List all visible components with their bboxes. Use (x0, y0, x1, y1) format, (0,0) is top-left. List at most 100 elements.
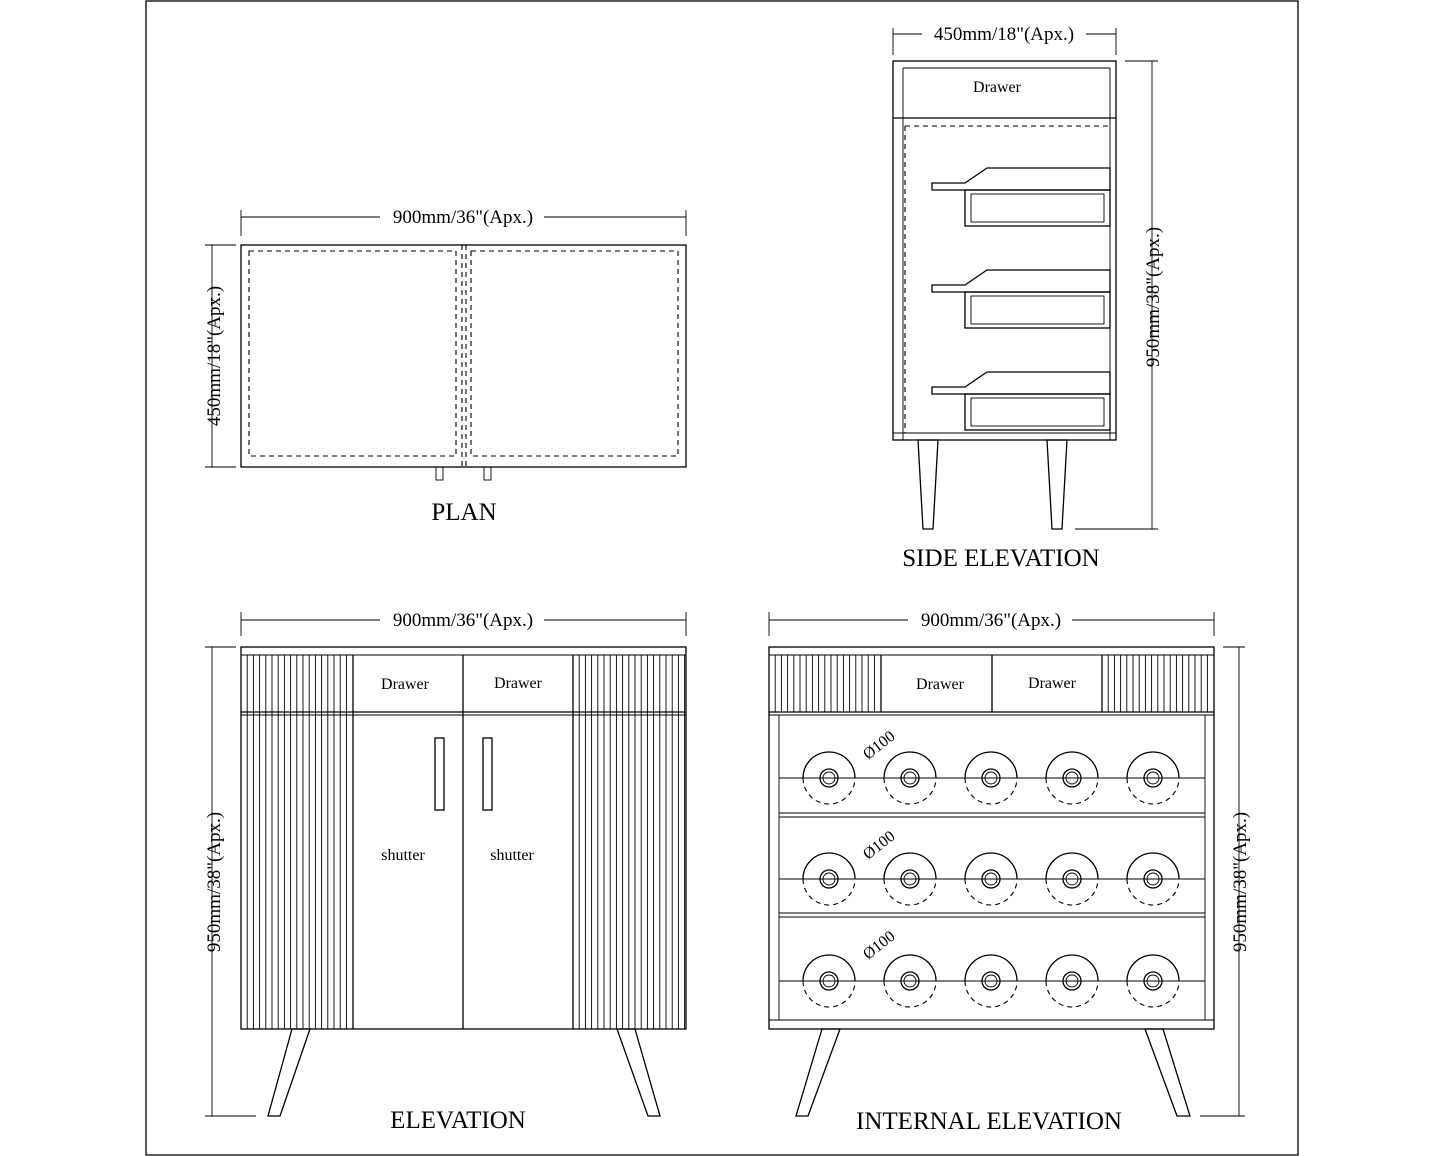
hole-arc-hidden (1126, 980, 1180, 1008)
elevation-shutter-right-label: shutter (490, 847, 534, 864)
bottle-neck (981, 869, 1001, 889)
bottle-neck-inner (984, 974, 998, 988)
hole-arc-hidden (1045, 777, 1099, 805)
hole-arc (1045, 954, 1099, 982)
plan-outline (240, 244, 687, 468)
bottle-hole (1045, 954, 1099, 1008)
sheet-border (145, 0, 1299, 1156)
internal-outline (768, 646, 1215, 1030)
elevation-height-dimension: 950mm/38"(Apx.) (204, 812, 225, 952)
hole-arc (1126, 954, 1180, 982)
bottle-neck-inner (822, 872, 836, 886)
tray-top (931, 269, 1111, 293)
internal-fluted-panel-left (774, 655, 875, 712)
bottle-neck (900, 768, 920, 788)
bottle-hole (883, 954, 937, 1008)
hole-arc (964, 954, 1018, 982)
hole-arc (1126, 751, 1180, 779)
tray-top (931, 371, 1111, 395)
shelf-2-diameter-label: Ø100 (860, 828, 898, 863)
hole-arc (883, 852, 937, 880)
hole-arc-hidden (883, 777, 937, 805)
hole-arc-hidden (1126, 777, 1180, 805)
hole-arc-hidden (802, 980, 856, 1008)
bottle-hole (964, 954, 1018, 1008)
internal-leg-right (1144, 1028, 1191, 1117)
side-leg (917, 439, 939, 530)
hole-arc-hidden (802, 878, 856, 906)
bottle-neck (900, 971, 920, 991)
plan-view: 900mm/36"(Apx.) 450mm/18"(Apx.) PLAN (204, 207, 687, 526)
side-bottle-trays (931, 167, 1111, 431)
bottle-hole (883, 751, 937, 805)
internal-leg-left (795, 1028, 841, 1117)
hole-arc-hidden (802, 777, 856, 805)
bottle-neck (1062, 768, 1082, 788)
bottle-shelf (779, 954, 1205, 1008)
side-leg (1046, 439, 1068, 530)
bottle-hole (1126, 954, 1180, 1008)
bottle-hole (802, 852, 856, 906)
bottle-neck (819, 869, 839, 889)
elevation-width-dimension: 900mm/36"(Apx.) (393, 610, 533, 631)
plan-handle (435, 466, 444, 481)
hole-arc-hidden (1045, 878, 1099, 906)
bottle-hole (964, 852, 1018, 906)
internal-height-dimension: 950mm/38"(Apx.) (1230, 812, 1251, 952)
bottle-neck-inner (1065, 974, 1079, 988)
bottle-shelf (779, 852, 1205, 906)
bottle-neck (1062, 869, 1082, 889)
internal-drawer-left-label: Drawer (916, 676, 965, 693)
bottle-hole (1045, 751, 1099, 805)
hole-arc-hidden (883, 878, 937, 906)
plan-width-dimension: 900mm/36"(Apx.) (393, 207, 533, 228)
hole-arc (1045, 751, 1099, 779)
bottle-neck (1062, 971, 1082, 991)
hole-arc (802, 751, 856, 779)
bottle-hole (1126, 852, 1180, 906)
tray-body (964, 393, 1111, 431)
tray-inner (970, 295, 1105, 325)
hole-arc-hidden (964, 777, 1018, 805)
bottle-neck (819, 768, 839, 788)
bottle-hole (1126, 751, 1180, 805)
bottle-neck-inner (903, 872, 917, 886)
side-tray (931, 167, 1111, 227)
bottle-neck-inner (822, 771, 836, 785)
hole-arc (802, 852, 856, 880)
internal-elevation-title: INTERNAL ELEVATION (856, 1108, 1122, 1135)
hole-arc (883, 954, 937, 982)
side-elevation-view: 450mm/18"(Apx.) 950mm/38"(Apx.) Drawer S… (892, 24, 1164, 572)
tray-inner (970, 397, 1105, 427)
internal-elevation-view: 900mm/36"(Apx.) 950mm/38"(Apx.) Drawer D… (768, 610, 1251, 1135)
bottle-neck (1143, 971, 1163, 991)
hole-arc (802, 954, 856, 982)
bottle-neck (1143, 768, 1163, 788)
shelf-3-diameter-label: Ø100 (860, 928, 898, 963)
plan-depth-dimension: 450mm/18"(Apx.) (204, 286, 225, 426)
hole-arc-hidden (964, 878, 1018, 906)
hole-arc-hidden (964, 980, 1018, 1008)
tray-body (964, 189, 1111, 227)
hole-arc (964, 751, 1018, 779)
elevation-leg-right (616, 1028, 661, 1117)
bottle-neck (1143, 869, 1163, 889)
hole-arc (1045, 852, 1099, 880)
side-tray (931, 371, 1111, 431)
bottle-neck-inner (903, 974, 917, 988)
elevation-leg-left (267, 1028, 311, 1117)
hole-arc (1126, 852, 1180, 880)
internal-fluted-panel-right (1107, 655, 1208, 712)
tray-body (964, 291, 1111, 329)
bottle-neck-inner (984, 771, 998, 785)
elevation-handle-left (434, 737, 445, 811)
bottle-neck (900, 869, 920, 889)
elevation-handle-right (482, 737, 493, 811)
bottle-neck-inner (984, 872, 998, 886)
elevation-drawer-left-label: Drawer (381, 676, 430, 693)
hole-arc-hidden (883, 980, 937, 1008)
bottle-hole (964, 751, 1018, 805)
side-drawer-label: Drawer (973, 79, 1022, 96)
hole-arc (883, 751, 937, 779)
